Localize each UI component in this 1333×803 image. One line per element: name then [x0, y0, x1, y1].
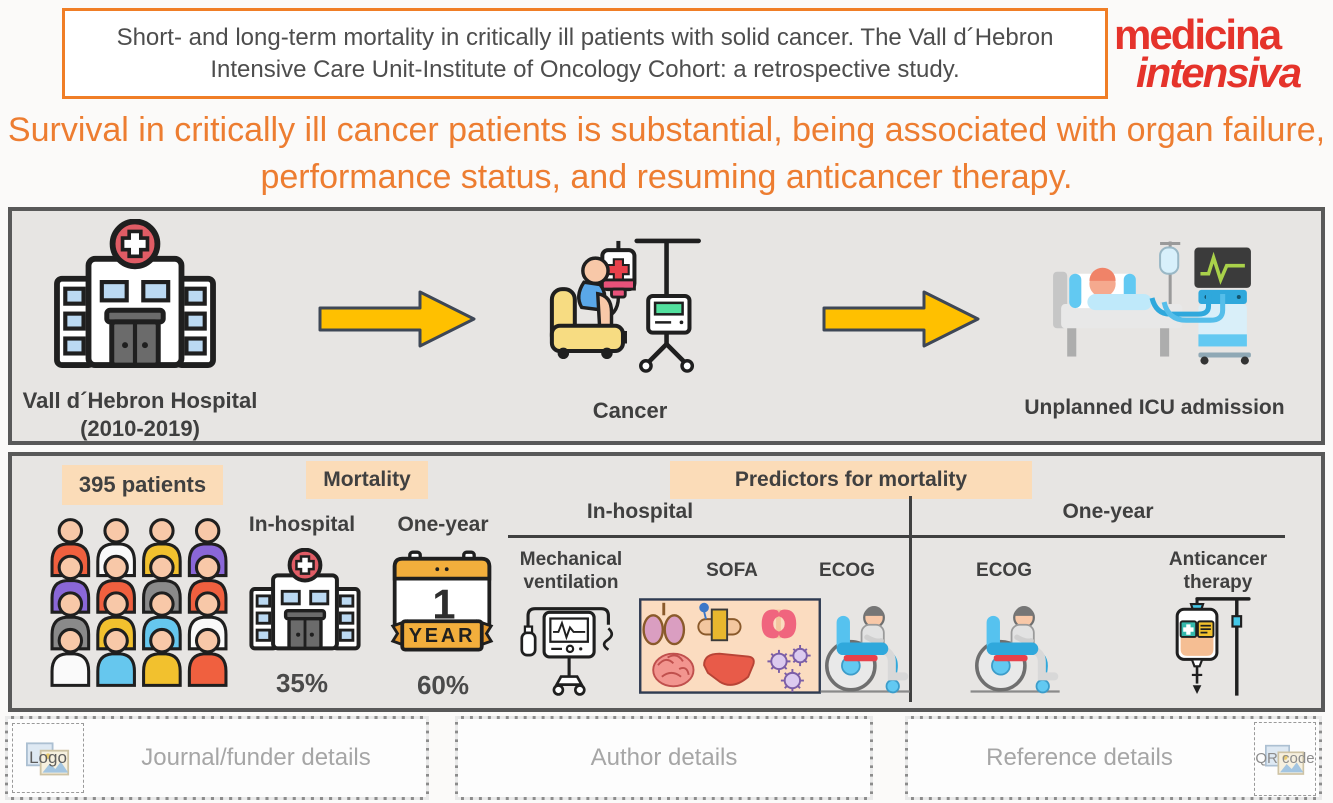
- key-message: Survival in critically ill cancer patien…: [7, 111, 1326, 196]
- logo-placeholder-cell: Logo: [12, 723, 84, 793]
- journal-logo-line1: medicina: [1114, 11, 1282, 58]
- hospital-years: (2010-2019): [80, 415, 200, 441]
- calendar-year-word: YEAR: [409, 625, 476, 647]
- icu-bed-icon: [1053, 241, 1251, 365]
- hospital-icon: [248, 548, 362, 662]
- hospital-label: Vall d´Hebron Hospital: [22, 388, 258, 413]
- logo-placeholder-label: Logo: [29, 748, 67, 768]
- sofa-organs-icon: [639, 598, 821, 694]
- kidneys-icon: [761, 609, 797, 639]
- step-hospital-label: Vall d´Hebron Hospital (2010-2019): [20, 387, 260, 442]
- ecog-wheelchair-icon: [817, 598, 915, 696]
- study-flow-panel: Vall d´Hebron Hospital (2010-2019): [8, 207, 1325, 445]
- predictors-inhospital-header: In-hospital: [586, 500, 694, 523]
- liver-icon: [703, 652, 755, 686]
- reference-details-label: Reference details: [986, 744, 1173, 771]
- mortality-inhospital-label: In-hospital: [248, 513, 356, 536]
- mortality-badge: Mortality: [306, 461, 428, 499]
- step-cancer-label: Cancer: [592, 398, 668, 423]
- anticancer-iv-drip-icon: [1175, 597, 1251, 696]
- flow-arrow-icon: [318, 287, 478, 351]
- paper-title: Short- and long-term mortality in critic…: [116, 24, 1054, 83]
- predictors-badge: Predictors for mortality: [670, 461, 1032, 499]
- mortality-inhospital-value: 35%: [275, 668, 329, 698]
- predictors-underline: [508, 535, 1285, 538]
- mechanical-ventilation-icon: [520, 607, 614, 696]
- journal-funder-placeholder-box: Logo Journal/funder details: [5, 716, 429, 800]
- patients-crowd-icon: [50, 518, 228, 687]
- one-year-calendar-icon: 1 YEAR: [390, 550, 494, 652]
- chemo-patient-icon: [549, 238, 701, 373]
- flow-arrow-icon: [822, 287, 982, 351]
- predictor-ecog-inhospital-label: ECOG: [819, 560, 875, 581]
- mortality-oneyear-value: 60%: [416, 670, 470, 700]
- author-details-placeholder-box: Author details: [455, 716, 873, 800]
- journal-logo: medicina intensiva: [1114, 14, 1330, 94]
- predictors-oneyear-header: One-year: [1062, 500, 1154, 523]
- calendar-number: 1: [432, 580, 455, 627]
- predictor-ecog-oneyear-label: ECOG: [976, 560, 1032, 581]
- platelets-icon: [767, 645, 811, 693]
- author-details-label: Author details: [590, 744, 738, 771]
- blood-pressure-icon: [697, 602, 742, 642]
- predictors-divider: [909, 496, 912, 702]
- title-box: Short- and long-term mortality in critic…: [62, 8, 1108, 99]
- patients-count-badge: 395 patients: [62, 465, 223, 505]
- reference-details-placeholder-box: Reference details QR code: [905, 716, 1322, 800]
- qr-code-placeholder-cell: QR code: [1254, 722, 1316, 796]
- journal-logo-line2: intensiva: [1136, 49, 1302, 96]
- step-icu-label: Unplanned ICU admission: [1024, 396, 1285, 419]
- hospital-icon: [52, 219, 218, 385]
- brain-icon: [652, 652, 695, 688]
- mortality-oneyear-label: One-year: [397, 513, 489, 536]
- predictor-sofa-label: SOFA: [706, 560, 758, 581]
- predictor-anticancer-therapy-label: Anticancer therapy: [1168, 549, 1268, 593]
- journal-funder-label: Journal/funder details: [141, 744, 371, 771]
- predictor-mechanical-ventilation-label: Mechanical ventilation: [519, 549, 623, 593]
- qr-code-placeholder-label: QR code: [1255, 750, 1315, 768]
- ecog-wheelchair-icon: [967, 598, 1065, 696]
- results-panel: 395 patients Mortality In-hospital 35% O…: [8, 452, 1325, 712]
- lungs-icon: [642, 602, 686, 646]
